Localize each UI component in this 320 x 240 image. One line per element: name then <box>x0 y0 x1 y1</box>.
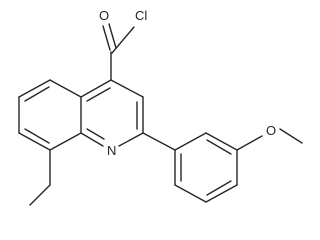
bond-n-c8a-inner <box>86 128 105 140</box>
bond-c4-c3 <box>110 79 144 98</box>
bond-c2-aryl <box>142 132 176 151</box>
bond-ar5-ar6 <box>174 184 207 203</box>
bond-c4a-c5 <box>49 79 82 98</box>
bond-ar2-ar3 <box>205 132 238 151</box>
bond-ar1-ar2 <box>174 132 207 151</box>
structure-diagram: Cl O N O <box>18 8 303 206</box>
chlorine-atom-label: Cl <box>135 8 147 23</box>
bond-c2-n <box>118 132 144 147</box>
bond-c4a-c4-inner <box>86 87 111 102</box>
molecule-drawing: Cl O N O <box>18 8 303 206</box>
bond-n-c8a <box>80 132 104 147</box>
bond-c-o-double-b <box>108 23 117 49</box>
bond-ar2-ar3-inner <box>206 139 232 155</box>
bond-ar4-ar5 <box>205 184 238 203</box>
bond-c-cl <box>111 26 135 54</box>
bond-c7-c8 <box>18 132 51 151</box>
carbonyl-oxygen-label: O <box>99 8 109 23</box>
ring-nitrogen-label: N <box>107 143 116 158</box>
bond-c-o-double-a <box>102 25 111 51</box>
bond-c5-c6-inner <box>24 86 50 102</box>
bond-c5-c6 <box>18 79 51 98</box>
methoxy-oxygen-label: O <box>266 123 276 138</box>
bond-o-ch3 <box>279 128 303 144</box>
bond-ch2-ch3 <box>29 184 51 206</box>
bond-c4a-c4 <box>80 79 112 98</box>
bond-ar3-o <box>236 135 263 151</box>
bond-ar4-ar5-inner <box>206 180 232 196</box>
bond-c7-c8-inner <box>24 128 50 144</box>
bond-c8-c8a <box>49 132 82 151</box>
